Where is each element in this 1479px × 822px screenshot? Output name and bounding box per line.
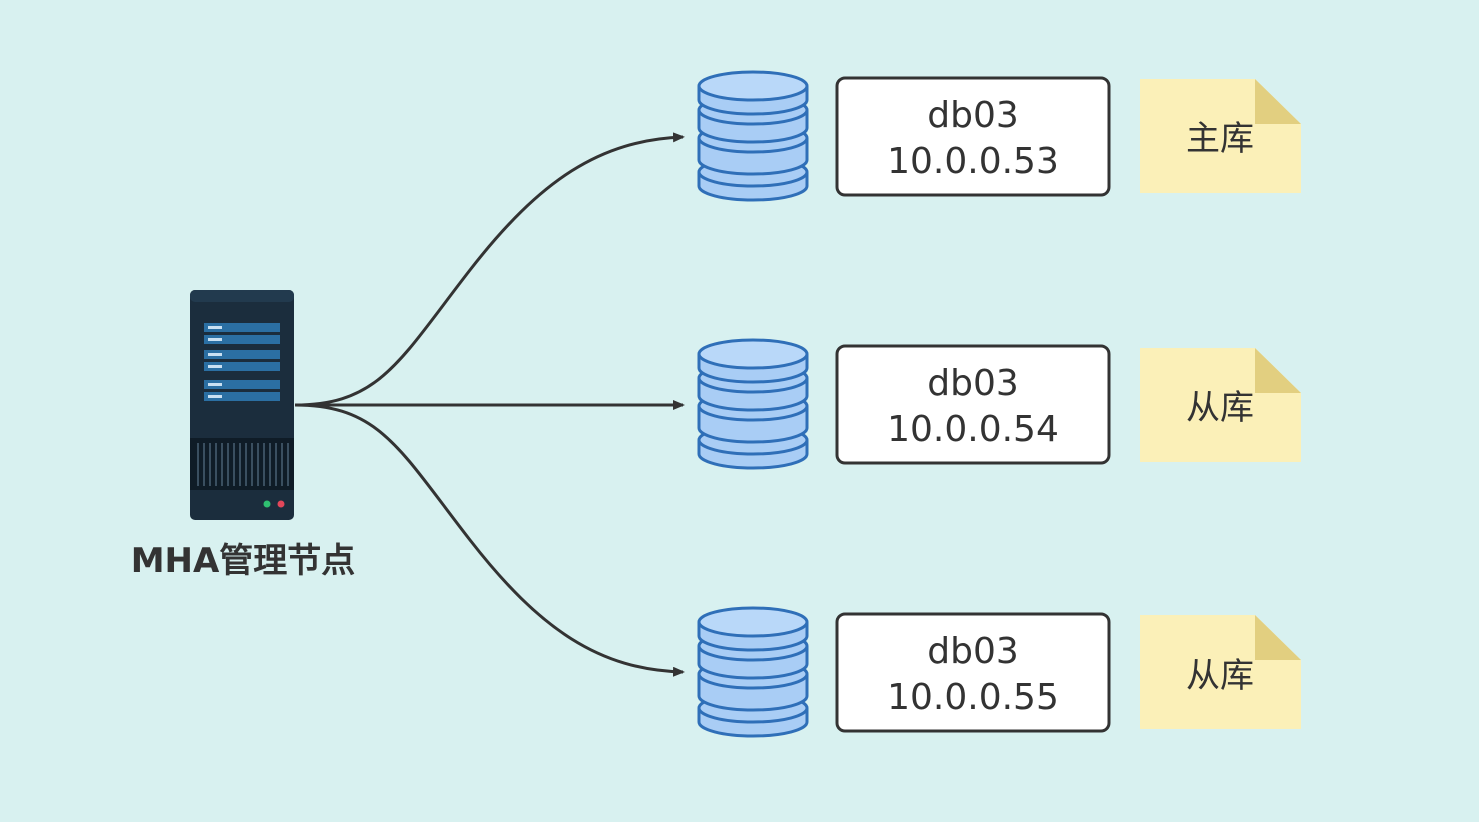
db-ip: 10.0.0.54 — [887, 409, 1059, 450]
db-node-box — [835, 76, 1111, 197]
database-icon — [697, 338, 809, 470]
db-name: db03 — [927, 631, 1019, 672]
role-note: 从库 — [1140, 348, 1301, 462]
db-node-box — [835, 344, 1111, 465]
db-name: db03 — [927, 95, 1019, 136]
db-node-3: db03 10.0.0.55 从库 — [697, 606, 1301, 738]
db-name: db03 — [927, 363, 1019, 404]
db-node-box — [835, 612, 1111, 733]
role-note: 从库 — [1140, 615, 1301, 729]
db-node-1: db03 10.0.0.53 主库 — [697, 70, 1301, 202]
server-icon — [190, 290, 294, 520]
database-icon — [697, 70, 809, 202]
arrow-to-db-1 — [294, 132, 685, 407]
management-node-label: MHA管理节点 — [131, 541, 356, 581]
arrow-to-db-3 — [294, 403, 685, 677]
db-node-2: db03 10.0.0.54 从库 — [697, 338, 1301, 470]
db-ip: 10.0.0.55 — [887, 677, 1059, 718]
role-label: 从库 — [1186, 388, 1254, 428]
connections — [294, 132, 685, 677]
status-led-red-icon — [277, 500, 285, 508]
status-led-green-icon — [263, 500, 271, 508]
role-label: 从库 — [1186, 656, 1254, 696]
database-icon — [697, 606, 809, 738]
role-label: 主库 — [1186, 119, 1254, 159]
role-note: 主库 — [1140, 79, 1301, 193]
db-ip: 10.0.0.53 — [887, 141, 1059, 182]
